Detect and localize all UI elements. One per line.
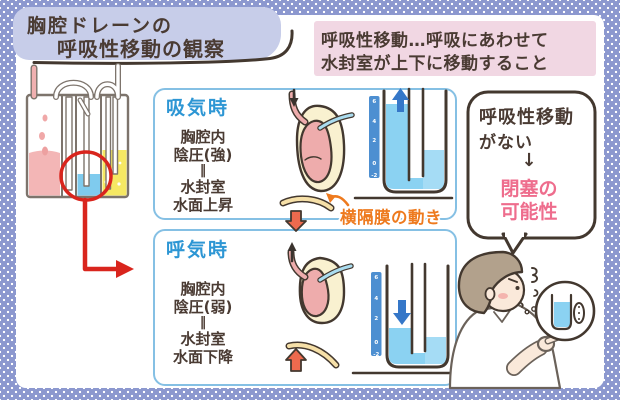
page-title-line2: 呼吸性移動の観察 xyxy=(57,37,225,61)
warning-line1: 呼吸性移動 xyxy=(479,107,574,128)
diaphragm-movement-label: 横隔膜の動き xyxy=(340,208,442,227)
inhale-text-block: 胸腔内 陰圧(強) ‖ 水封室 水面上昇 xyxy=(145,128,261,214)
definition-line1: 呼吸性移動…呼吸にあわせて xyxy=(321,31,549,51)
equals-mark: ‖ xyxy=(199,163,207,178)
warning-conclusion-line2: 可能性 xyxy=(500,201,558,223)
inhale-line: 水封室 xyxy=(180,178,226,196)
exhale-line: 水封室 xyxy=(180,330,226,348)
exhale-header: 呼気時 xyxy=(166,239,230,261)
inhale-line: 水面上昇 xyxy=(172,196,233,214)
definition-box xyxy=(314,21,596,76)
exhale-text-block: 胸腔内 陰圧(弱) ‖ 水封室 水面下降 xyxy=(145,280,261,366)
inhale-line: 陰圧(強) xyxy=(173,146,233,164)
exhale-line: 胸腔内 xyxy=(180,280,226,298)
inhale-line: 胸腔内 xyxy=(180,128,226,146)
definition-line2: 水封室が上下に移動すること xyxy=(321,54,549,74)
exhale-line: 陰圧(弱) xyxy=(173,298,233,316)
exhale-line: 水面下降 xyxy=(172,348,233,366)
inhale-header: 吸気時 xyxy=(166,97,230,119)
down-arrow-glyph: ↓ xyxy=(521,150,537,171)
equals-mark: ‖ xyxy=(199,315,207,330)
